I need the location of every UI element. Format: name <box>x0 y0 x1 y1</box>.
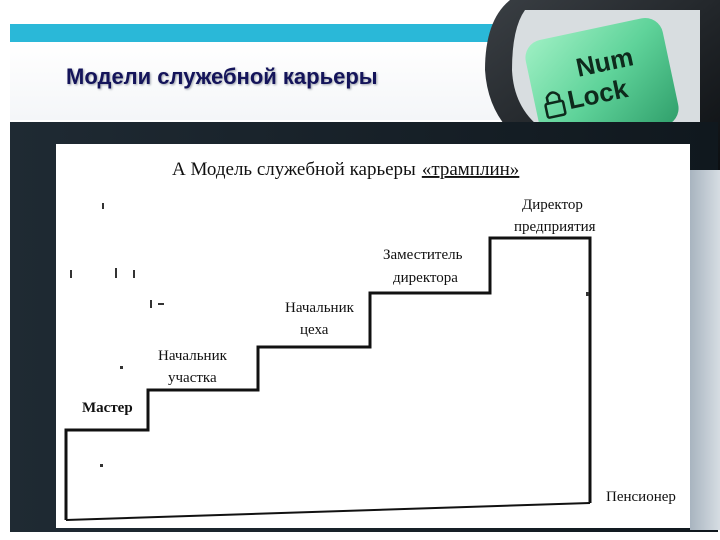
step-label-director-2: предприятия <box>514 219 596 235</box>
lock-icon <box>544 91 567 119</box>
staircase-line <box>64 236 592 520</box>
step-label-deputy-2: директора <box>393 270 458 286</box>
num-lock-keycap: Num Lock <box>525 17 679 149</box>
step-label-section-chief-2: участка <box>168 370 217 386</box>
end-label-pensioner: Пенсионер <box>606 489 676 505</box>
background-edge <box>690 170 720 530</box>
scan-specks <box>70 203 589 467</box>
slide-title: Модели служебной карьеры <box>66 64 378 89</box>
step-label-director-1: Директор <box>522 197 583 213</box>
step-label-shop-chief-1: Начальник <box>285 300 355 316</box>
step-label-section-chief-1: Начальник <box>158 348 228 364</box>
step-label-shop-chief-2: цеха <box>300 322 329 338</box>
diagram-canvas <box>56 144 690 528</box>
step-label-deputy-1: Заместитель <box>383 247 463 263</box>
diagram-caption: А Модель служебной карьеры«трамплин» <box>172 159 519 180</box>
step-label-master: Мастер <box>82 400 133 416</box>
baseline-line <box>65 502 591 521</box>
